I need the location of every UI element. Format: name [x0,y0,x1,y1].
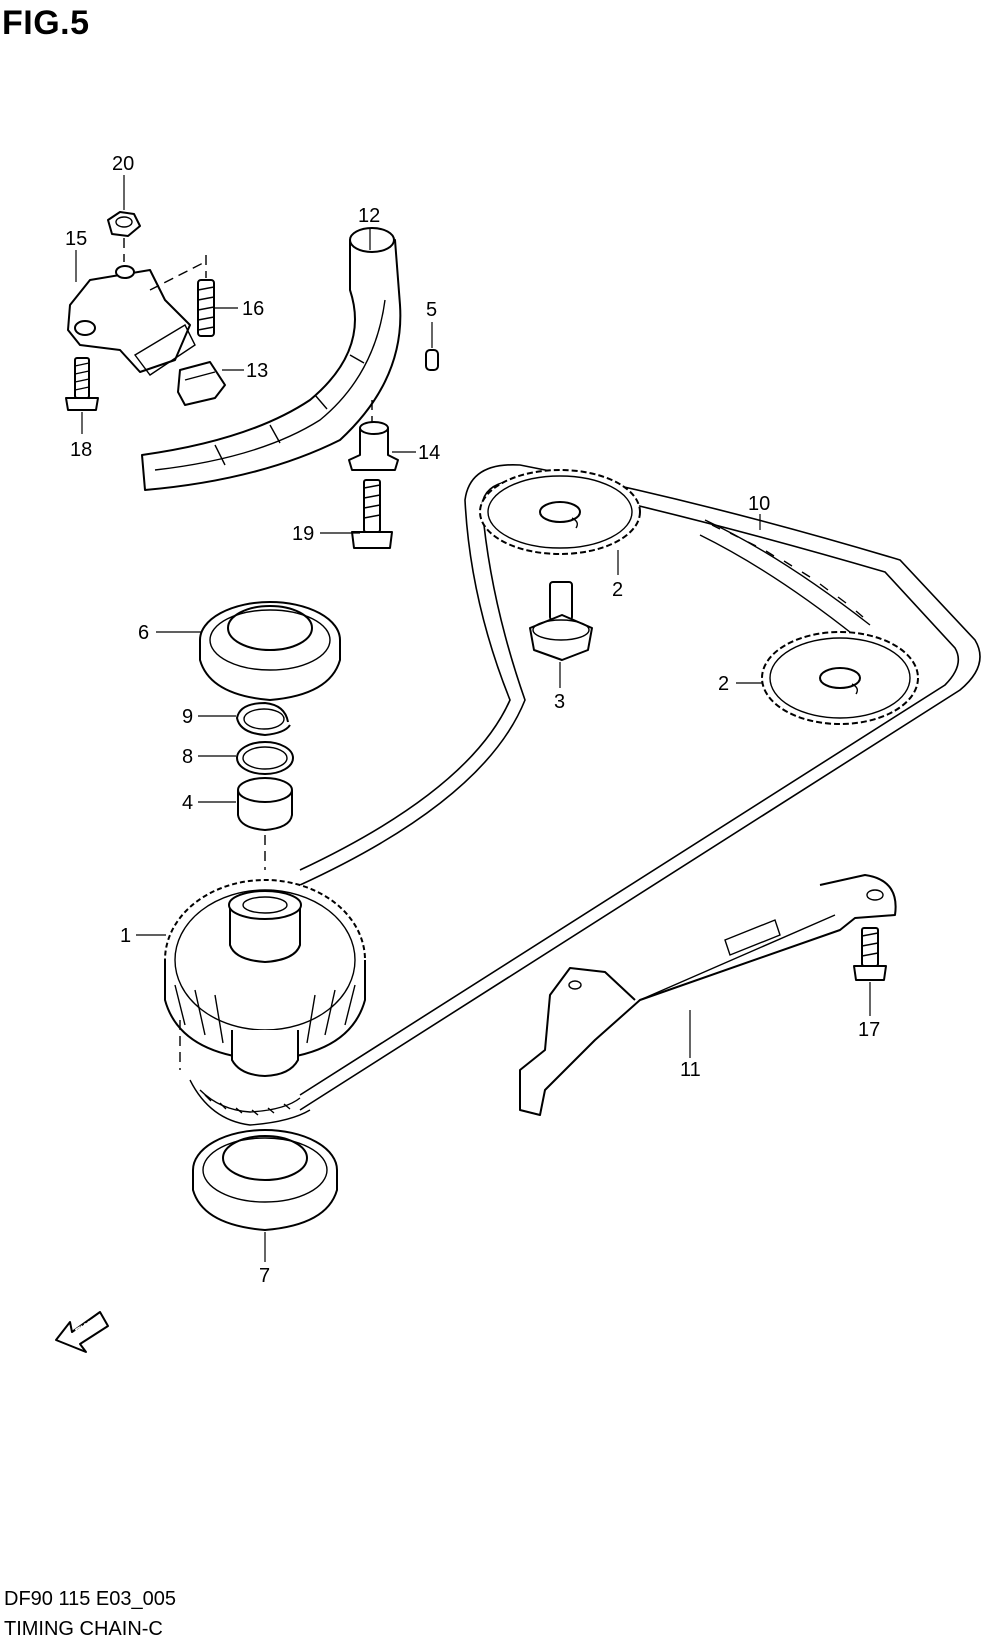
leader-lines [75,175,871,1262]
tensioner-bracket-15 [67,261,206,376]
callout-20: 20 [112,153,134,175]
nut-20 [107,211,141,262]
callout-7: 7 [259,1265,270,1287]
callout-2-lower: 2 [718,673,729,695]
bushing-4 [237,777,293,870]
timing-chain-outline [299,464,981,1111]
figure-title: FIG.5 [2,4,90,42]
chain-links-lower [189,1079,311,1126]
bolt-19 [351,479,393,549]
footer: DF90 115 E03_005 TIMING CHAIN-C [4,1584,176,1644]
bolt-18 [65,357,99,411]
cam-sprocket-upper-2 [479,469,641,555]
callout-18: 18 [70,439,92,461]
callout-6: 6 [138,622,149,644]
drawing-caption: TIMING CHAIN-C [4,1618,163,1640]
callout-16: 16 [242,298,264,320]
callout-17: 17 [858,1019,880,1041]
guide-pad-13 [177,361,226,406]
crank-gear-1 [164,879,366,1077]
o-ring-8 [236,741,294,775]
callout-3: 3 [554,691,565,713]
tensioner-arm-12 [141,227,402,491]
cam-sprocket-lower-2 [761,631,919,725]
stud-16 [197,255,215,337]
callout-14: 14 [418,442,440,464]
callout-numbers: 20 15 16 12 5 13 18 14 19 10 2 3 2 6 9 8… [65,153,880,1287]
callout-1: 1 [120,925,131,947]
callout-9: 9 [182,706,193,728]
collar-14 [348,400,399,471]
bolt-17 [853,927,887,981]
callout-11: 11 [680,1059,701,1081]
snap-ring-9 [236,702,291,736]
callout-10: 10 [748,493,770,515]
callout-15: 15 [65,228,87,250]
bearing-7 [192,1129,338,1231]
callout-8: 8 [182,746,193,768]
bearing-6 [199,601,341,701]
callout-12: 12 [358,205,380,227]
drawing-code: DF90 115 E03_005 [4,1588,176,1610]
fwd-arrow-icon: FWD [55,1311,109,1353]
chain-guide-11 [519,874,897,1116]
callout-4: 4 [182,792,193,814]
chain-links-10 [699,519,871,641]
callout-19: 19 [292,523,314,545]
callout-5: 5 [426,299,437,321]
pin-5 [425,349,439,371]
callout-13: 13 [246,360,268,382]
flange-bolt-3 [529,581,593,661]
callout-2-upper: 2 [612,579,623,601]
